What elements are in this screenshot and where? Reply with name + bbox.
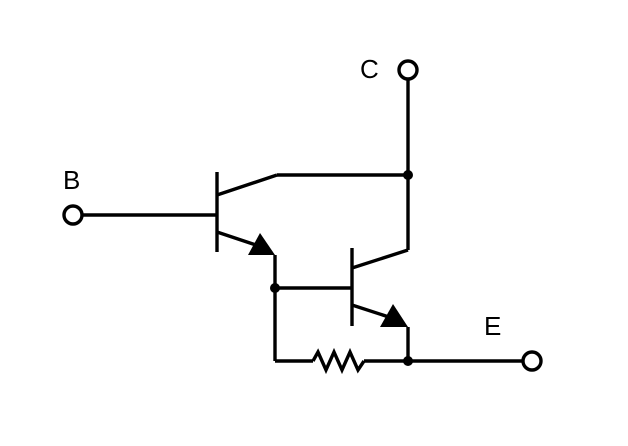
collector-junction-dot: [403, 170, 413, 180]
q2-base-junction-dot: [270, 283, 280, 293]
q2-collector-lead: [351, 248, 409, 270]
q2-emitter-arrow: [380, 304, 408, 327]
transistor-q1: [215, 172, 278, 255]
base-terminal-label: B: [63, 165, 80, 195]
q1-emitter-arrow: [248, 233, 275, 255]
collector-terminal-label: C: [360, 54, 379, 84]
emitter-terminal-label: E: [484, 311, 501, 341]
emitter-terminal: [521, 350, 543, 372]
resistor-symbol: [311, 347, 366, 375]
base-terminal: [62, 204, 84, 226]
q1-collector-lead: [216, 173, 278, 197]
emitter-junction-dot: [403, 356, 413, 366]
collector-terminal: [397, 59, 419, 81]
transistor-q2: [350, 248, 409, 327]
